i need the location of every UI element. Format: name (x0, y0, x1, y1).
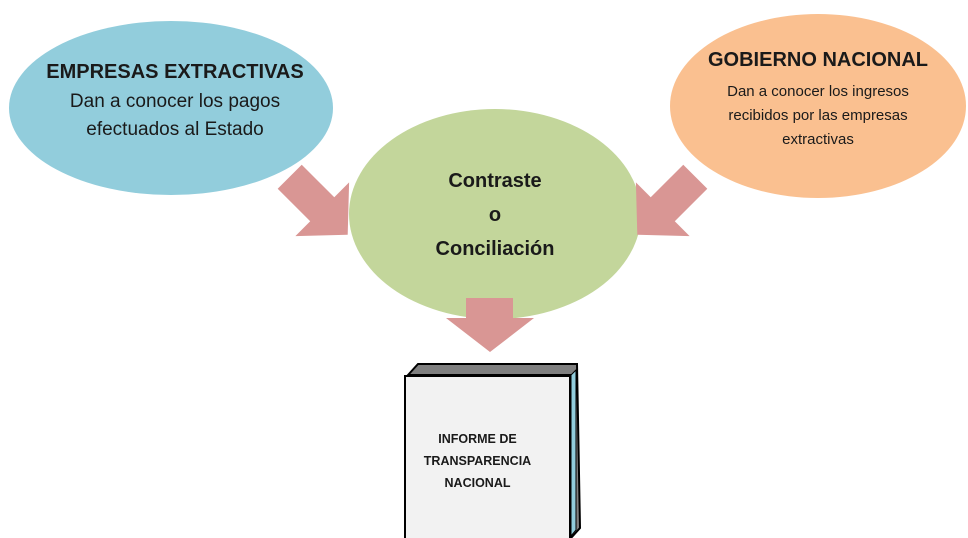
left-diagonal-arrow (277, 164, 350, 237)
empresas-title: EMPRESAS EXTRACTIVAS (46, 61, 304, 83)
empresas-extractivas-node: EMPRESAS EXTRACTIVAS Dan a conocer los p… (20, 60, 330, 144)
contraste-line-3: Conciliación (435, 238, 555, 260)
book-page-edge (570, 368, 577, 538)
contraste-node: Contraste o Conciliación (355, 164, 635, 266)
gobierno-desc-line-2: recibidos por las empresas (728, 107, 908, 124)
informe-book (404, 363, 582, 538)
gobierno-desc-line-1: Dan a conocer los ingresos (727, 83, 909, 100)
book-cover (404, 375, 571, 538)
contraste-line-1: Contraste (448, 170, 542, 192)
informe-line-3: NACIONAL (444, 476, 511, 490)
gobierno-title: GOBIERNO NACIONAL (708, 49, 928, 71)
contraste-line-2: o (488, 204, 502, 226)
contraste-ellipse (349, 109, 641, 319)
gobierno-nacional-node: GOBIERNO NACIONAL Dan a conocer los ingr… (678, 48, 958, 152)
informe-line-1: INFORME DE (438, 432, 517, 446)
right-diagonal-arrow (635, 164, 708, 237)
empresas-extractivas-ellipse (9, 21, 333, 195)
bottom-down-arrow (446, 298, 534, 352)
empresas-desc-line-1: Dan a conocer los pagos (69, 91, 281, 112)
gobierno-nacional-ellipse (670, 14, 966, 198)
informe-line-2: TRANSPARENCIA (423, 454, 532, 468)
gobierno-desc-line-3: extractivas (782, 131, 854, 148)
empresas-desc-line-2: efectuados al Estado (86, 119, 264, 140)
informe-node: INFORME DE TRANSPARENCIA NACIONAL (405, 428, 550, 494)
